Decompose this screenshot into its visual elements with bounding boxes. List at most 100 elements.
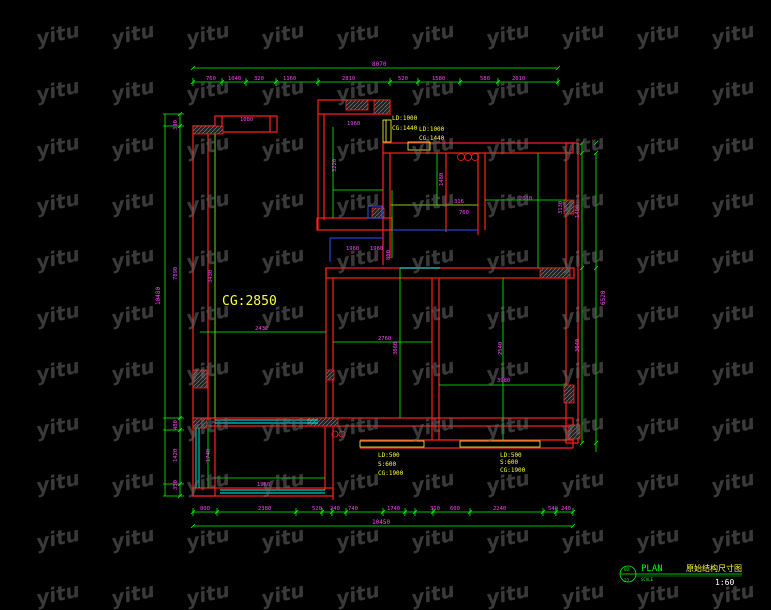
top-dim-label: 760 xyxy=(206,76,216,82)
right-overall-dim: 6520 xyxy=(600,290,607,305)
dimension-tick xyxy=(593,440,599,446)
dimension-tick xyxy=(593,140,599,146)
dimension-tick xyxy=(570,523,576,529)
title-num-bottom: 22 xyxy=(624,578,630,584)
window1-ld: LD:1000 xyxy=(392,115,418,122)
dimension-tick xyxy=(190,65,196,71)
inner-dim-label: 1080 xyxy=(240,117,253,123)
inner-dim-label: 2432 xyxy=(255,326,268,332)
inner-dim-label: 3980 xyxy=(497,378,510,384)
top-dim-label: 2810 xyxy=(342,76,355,82)
inner-dim-label: 1960 xyxy=(370,246,383,252)
inner-dim-label: 1960 xyxy=(347,121,360,127)
inner-dim-label: 800 xyxy=(386,250,392,260)
window2-ld: LD:1000 xyxy=(419,126,445,133)
dimension-tick xyxy=(190,523,196,529)
left-dim-labels: 390 7890 480 1420 350 xyxy=(173,120,179,490)
interior-dimension-lines xyxy=(200,127,566,488)
inner-dim-label: 3130 xyxy=(558,201,564,214)
door-left-ld: LD:500 xyxy=(378,452,400,459)
bottom-dim-label: 540 xyxy=(548,506,558,512)
top-right-wall xyxy=(382,142,574,154)
window1-cg: CG:1440 xyxy=(392,125,418,132)
drawing-name: 原始结构尺寸图 xyxy=(686,563,742,573)
left-dim-label: 350 xyxy=(173,480,179,490)
bottom-dim-label: 240 xyxy=(561,506,571,512)
top-dim-label: 1580 xyxy=(432,76,445,82)
left-dim-label: 7890 xyxy=(173,267,179,280)
plan-label: PLAN xyxy=(641,564,663,574)
dimension-tick xyxy=(593,150,599,156)
top-overall-dim: 8070 xyxy=(372,61,387,68)
door-left-s: S:600 xyxy=(378,461,396,468)
dimension-tick xyxy=(593,265,599,271)
dimension-tick xyxy=(555,65,561,71)
inner-dim-label: 3430 xyxy=(208,270,214,283)
balcony-bottom-wall xyxy=(192,487,334,497)
windows xyxy=(195,267,440,494)
left-dim-label: 390 xyxy=(173,120,179,130)
top-dim-label: 520 xyxy=(398,76,408,82)
inner-dim-label: 1480 xyxy=(439,173,445,186)
walls xyxy=(192,99,579,500)
middle-horizontal-wall xyxy=(325,267,575,279)
bottom-dim-label: 310 xyxy=(430,506,440,512)
bottom-main-wall xyxy=(192,417,574,427)
title-num-top: 02 xyxy=(624,567,630,573)
top-dim-label: 2010 xyxy=(512,76,525,82)
dimension-tick xyxy=(579,265,585,271)
door-right-s: S:600 xyxy=(500,459,518,466)
door-right-cg: CG:1900 xyxy=(500,467,526,474)
bottom-dim-label: 2240 xyxy=(493,506,506,512)
right-dim-label: 3040 xyxy=(575,339,581,352)
bottom-dim-label: 2380 xyxy=(258,506,271,512)
inner-dim-label: 1960 xyxy=(257,482,270,488)
bottom-dim-label: 740 xyxy=(348,506,358,512)
bottom-overall-dim: 10450 xyxy=(372,519,390,526)
inner-dim-label: 2540 xyxy=(498,342,504,355)
inner-dim-label: 316 xyxy=(454,199,464,205)
inner-dim-label: 2010 xyxy=(519,196,532,202)
right-outer-wall xyxy=(565,142,579,444)
top-dim-label: 580 xyxy=(480,76,490,82)
top-dim-label: 1160 xyxy=(283,76,296,82)
dimension-tick xyxy=(579,440,585,446)
window2-cg: CG:1440 xyxy=(419,135,445,142)
dimension-tick xyxy=(579,140,585,146)
dimension-tick xyxy=(579,150,585,156)
hatched-columns xyxy=(192,99,581,440)
fixtures xyxy=(331,153,479,438)
door-windows xyxy=(359,119,541,448)
bottom-dim-label: 1740 xyxy=(387,506,400,512)
right-dim-label: 1490 xyxy=(575,205,581,218)
inner-dim-label: 760 xyxy=(459,210,469,216)
inner-dim-label: 3060 xyxy=(393,342,399,355)
door-right-ld: LD:500 xyxy=(500,452,522,459)
right-dim-labels: 1490 3040 xyxy=(575,205,581,352)
bottom-dim-label: 600 xyxy=(450,506,460,512)
blue-fixtures xyxy=(329,205,478,262)
dimension-ticks xyxy=(163,65,599,529)
scale-caption: SCALE xyxy=(641,577,654,582)
inner-dim-label: 3220 xyxy=(332,159,338,172)
inner-dim-label: 2760 xyxy=(378,336,391,342)
inner-dim-label: 1740 xyxy=(206,449,212,462)
left-dim-label: 1420 xyxy=(173,449,179,462)
top-dim-label: 320 xyxy=(254,76,264,82)
left-overall-dim: 10480 xyxy=(155,287,162,305)
top-left-wall xyxy=(214,115,278,133)
title-block: 02 22 PLAN SCALE 原始结构尺寸图 1:60 xyxy=(619,563,742,587)
bottom-dim-label: 800 xyxy=(200,506,210,512)
drawing-scale: 1:60 xyxy=(715,578,734,587)
ceiling-height-label: CG:2850 xyxy=(222,294,277,309)
left-dim-label: 480 xyxy=(173,420,179,430)
door-left-cg: CG:1900 xyxy=(378,470,404,477)
inner-dim-label: 1960 xyxy=(346,246,359,252)
bottom-dim-label: 520 xyxy=(312,506,322,512)
bottom-dim-label: 240 xyxy=(330,506,340,512)
